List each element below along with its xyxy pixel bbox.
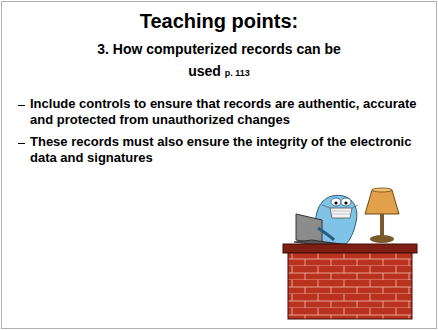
slide-title: Teaching points: xyxy=(0,10,438,33)
subtitle: 3. How computerized records can be used xyxy=(97,41,341,79)
bullet-text: These records must also ensure the integ… xyxy=(30,134,428,166)
page-reference: p. 113 xyxy=(225,68,250,78)
bullet-dash xyxy=(18,143,25,144)
bullet-dash xyxy=(18,105,25,106)
bullet-text: Include controls to ensure that records … xyxy=(30,96,428,128)
subtitle-block: 3. How computerized records can be usedp… xyxy=(84,38,354,84)
desk-illustration xyxy=(283,188,417,319)
